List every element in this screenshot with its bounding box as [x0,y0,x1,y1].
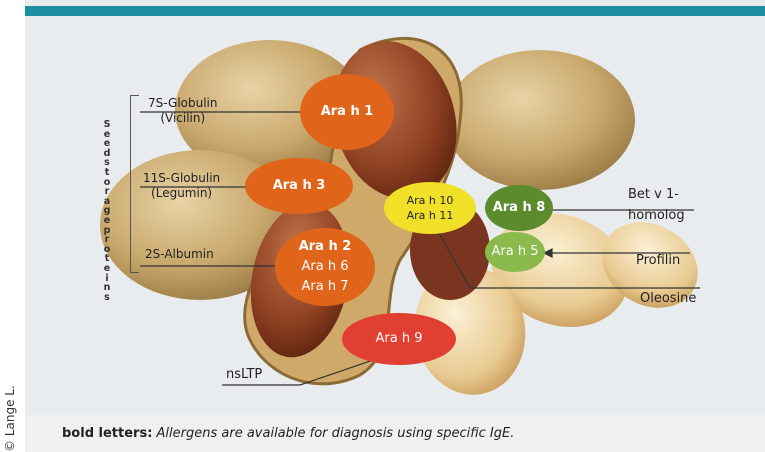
ara-h-3-label: Ara h 3 [273,176,326,196]
seed-storage-letter: s [100,293,114,303]
copyright-text: © Lange L. [3,385,17,452]
bubble-ara-h-5: Ara h 5 [485,232,545,272]
bubble-ara-h-9: Ara h 9 [342,313,456,365]
ara-h-9-label: Ara h 9 [376,329,423,349]
figure-caption: bold letters: Allergens are available fo… [62,426,514,441]
label-bet-v1-homolog: Bet v 1- homolog [628,184,685,226]
ara-h-5-label: Ara h 5 [492,242,539,262]
ara-h-10-label: Ara h 10 [407,193,454,208]
bubble-ara-h-10-11: Ara h 10 Ara h 11 [384,182,476,234]
bubble-ara-h-1: Ara h 1 [300,74,394,150]
label-7s-line2: (Vicilin) [148,111,218,126]
label-bet-v1-line2: homolog [628,205,685,226]
label-11s-globulin: 11S-Globulin (Legumin) [143,171,220,201]
oleosine-text: Oleosine [640,291,696,306]
ara-h-11-label: Ara h 11 [407,208,454,223]
label-oleosine: Oleosine [640,291,696,306]
seed-storage-bracket [130,95,139,273]
ara-h-2-label: Ara h 2 [299,237,352,257]
ara-h-8-label: Ara h 8 [493,198,546,218]
nsltp-text: nsLTP [226,367,262,382]
bubble-ara-h-8: Ara h 8 [485,185,553,231]
label-2s-albumin: 2S-Albumin [145,247,214,262]
label-11s-line1: 11S-Globulin [143,171,220,186]
label-nsltp: nsLTP [226,367,262,382]
peanut-shell-right [445,50,635,190]
label-7s-globulin: 7S-Globulin (Vicilin) [148,96,218,126]
label-profilin: Profilin [636,253,680,268]
bubble-ara-h-2-6-7: Ara h 2 Ara h 6 Ara h 7 [275,228,375,306]
label-2s-line1: 2S-Albumin [145,247,214,262]
copyright-notice: © Lange L. [3,385,17,452]
ara-h-6-label: Ara h 6 [302,257,349,277]
label-11s-line2: (Legumin) [143,186,220,201]
profilin-text: Profilin [636,253,680,268]
ara-h-7-label: Ara h 7 [302,277,349,297]
label-bet-v1-line1: Bet v 1- [628,184,685,205]
ara-h-1-label: Ara h 1 [321,102,374,122]
seed-storage-vertical-label: Seedstorageproteins [100,120,114,302]
caption-italic: Allergens are available for diagnosis us… [157,426,515,441]
caption-bold: bold letters: [62,426,152,441]
label-7s-line1: 7S-Globulin [148,96,218,111]
bubble-ara-h-3: Ara h 3 [245,158,353,214]
